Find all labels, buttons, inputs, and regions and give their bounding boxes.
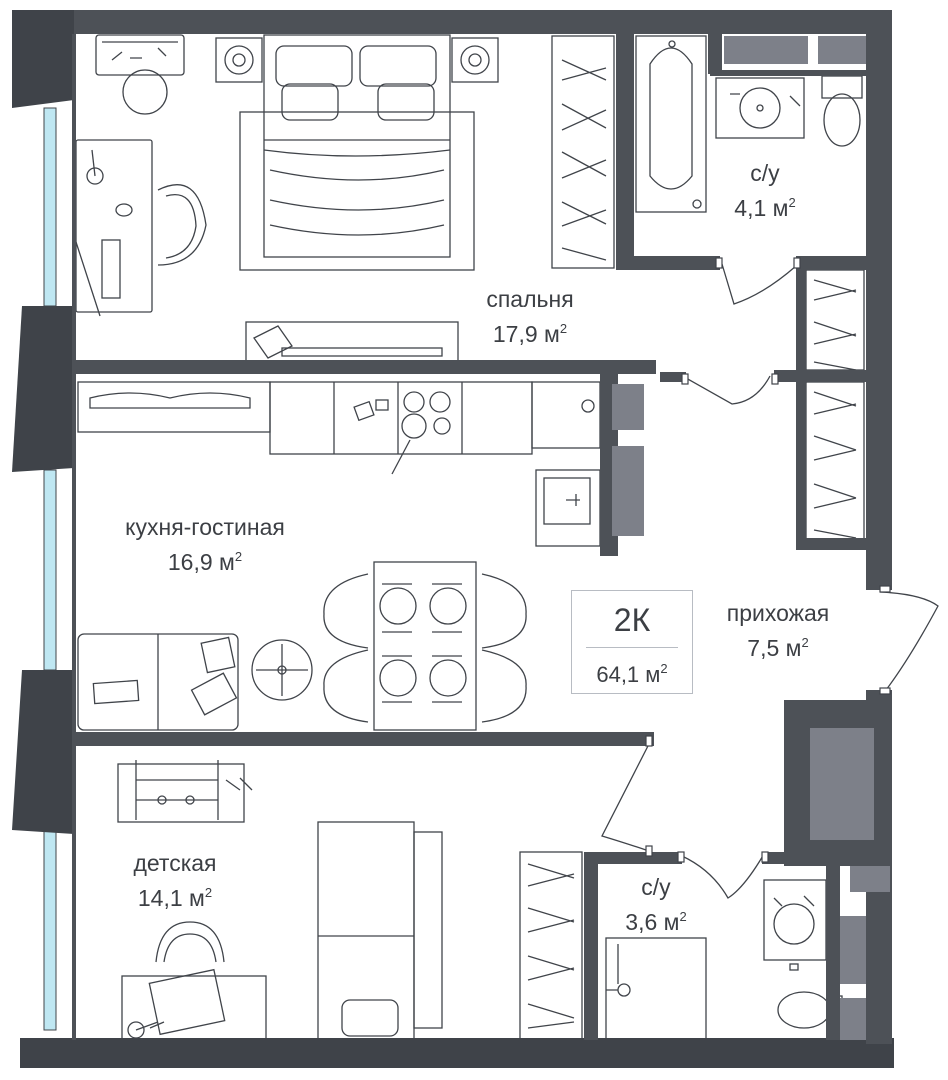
room-label-kitchen-living: кухня-гостиная 16,9 м2	[90, 512, 320, 577]
wardrobe-hall-upper	[805, 269, 865, 371]
apartment-type: 2К	[613, 602, 651, 638]
summary-divider	[586, 647, 678, 648]
shower	[605, 937, 707, 1041]
room-label-hallway: прихожая 7,5 м2	[700, 598, 856, 663]
kids-desk	[121, 921, 267, 1041]
apartment-total-area: 64,1 м2	[596, 661, 668, 687]
nightstand-left	[215, 37, 263, 83]
door-swings	[601, 263, 939, 899]
walls	[12, 10, 894, 1068]
room-area: 4,1 м2	[734, 195, 796, 221]
sofa	[77, 633, 239, 731]
room-area: 14,1 м2	[137, 885, 213, 911]
kids-bed	[317, 821, 443, 1041]
nightstand-right	[451, 37, 499, 83]
furniture-layer	[75, 34, 939, 1041]
toilet-top	[821, 75, 863, 147]
room-area: 3,6 м2	[625, 909, 687, 935]
exercise-bench	[117, 760, 253, 823]
room-area: 16,9 м2	[167, 549, 243, 575]
room-area: 17,9 м2	[492, 321, 568, 347]
sink-bottom	[763, 879, 827, 971]
room-area: 7,5 м2	[747, 635, 809, 661]
room-name: спальня	[486, 286, 574, 312]
work-desk	[75, 139, 207, 317]
shafts	[612, 36, 890, 1040]
room-label-bath-bottom: с/у 3,6 м2	[606, 872, 706, 937]
dining-table	[323, 561, 527, 731]
tv-console	[245, 321, 459, 363]
wardrobe-hall-lower	[805, 381, 865, 543]
wardrobe-bedroom	[551, 35, 615, 269]
room-label-kids: детская 14,1 м2	[100, 848, 250, 913]
coffee-table	[251, 639, 313, 701]
room-name: с/у	[641, 874, 671, 900]
room-label-bedroom: спальня 17,9 м2	[460, 284, 600, 349]
room-label-bath-top: с/у 4,1 м2	[720, 158, 810, 223]
room-name: прихожая	[726, 600, 830, 626]
room-name: кухня-гостиная	[125, 514, 285, 540]
bed	[239, 34, 475, 271]
window-strips	[43, 107, 57, 1031]
room-name: с/у	[750, 160, 780, 186]
bathtub	[635, 35, 707, 213]
sink-top	[715, 77, 805, 139]
room-name: детская	[133, 850, 217, 876]
vanity-table	[95, 34, 185, 115]
door-jambs	[645, 257, 891, 863]
wardrobe-lower	[519, 851, 583, 1041]
apartment-summary: 2К 64,1 м2	[571, 590, 693, 694]
